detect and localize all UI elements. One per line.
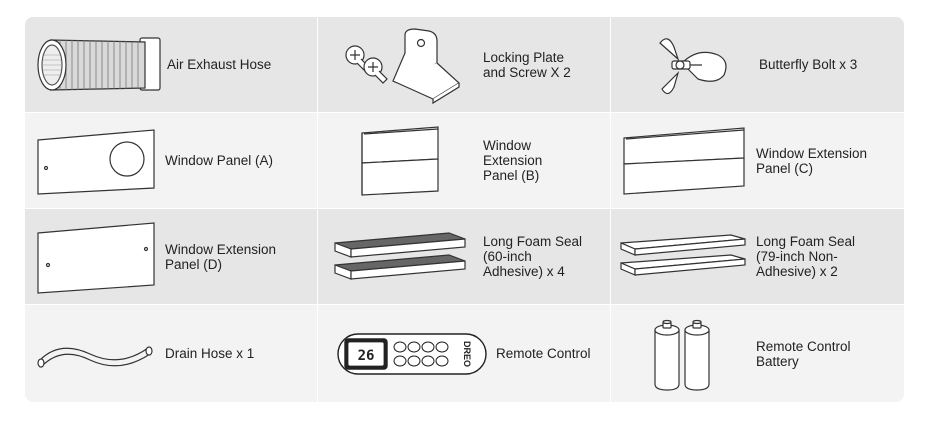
long-foam-seal-79-icon bbox=[611, 229, 756, 285]
window-extension-panel-d-icon bbox=[25, 219, 165, 295]
item-label: Window Panel (A) bbox=[165, 153, 274, 168]
item-label: Remote Control bbox=[496, 346, 591, 361]
drain-hose-icon bbox=[25, 334, 165, 374]
parts-cell-long-foam-seal-79: Long Foam Seal (79-inch Non- Adhesive) x… bbox=[611, 209, 904, 305]
remote-control-icon: 26 DREO bbox=[318, 331, 496, 377]
parts-cell-drain-hose: Drain Hose x 1 bbox=[25, 305, 318, 402]
item-label: Air Exhaust Hose bbox=[167, 57, 272, 72]
window-extension-panel-b-icon bbox=[318, 123, 483, 199]
air-exhaust-hose-icon bbox=[25, 28, 167, 102]
parts-cell-window-extension-c: Window Extension Panel (C) bbox=[611, 113, 904, 209]
parts-cell-remote-control: 26 DREO Remote Control bbox=[318, 305, 611, 402]
remote-display-text: 26 bbox=[358, 348, 375, 364]
parts-cell-locking-plate: Locking Plate and Screw X 2 bbox=[318, 17, 611, 113]
parts-cell-battery: Remote Control Battery bbox=[611, 305, 904, 402]
item-label: Drain Hose x 1 bbox=[165, 346, 255, 361]
item-label: Locking Plate and Screw X 2 bbox=[483, 49, 571, 80]
long-foam-seal-60-icon bbox=[318, 227, 483, 287]
parts-cell-window-panel-a: Window Panel (A) bbox=[25, 113, 318, 209]
item-label: Window Extension Panel (B) bbox=[483, 138, 543, 183]
parts-list-grid: Air Exhaust Hose bbox=[25, 17, 904, 402]
locking-plate-screw-icon bbox=[318, 25, 483, 105]
butterfly-bolt-icon bbox=[611, 25, 759, 105]
parts-cell-air-exhaust-hose: Air Exhaust Hose bbox=[25, 17, 318, 113]
item-label: Window Extension Panel (C) bbox=[756, 145, 868, 176]
window-extension-panel-c-icon bbox=[611, 124, 756, 198]
item-label: Window Extension Panel (D) bbox=[165, 241, 277, 272]
remote-brand-text: DREO bbox=[462, 340, 472, 366]
parts-cell-butterfly-bolt: Butterfly Bolt x 3 bbox=[611, 17, 904, 113]
parts-cell-long-foam-seal-60: Long Foam Seal (60-inch Adhesive) x 4 bbox=[318, 209, 611, 305]
battery-icon bbox=[611, 316, 756, 392]
window-panel-a-icon bbox=[25, 126, 165, 196]
parts-cell-window-extension-b: Window Extension Panel (B) bbox=[318, 113, 611, 209]
item-label: Butterfly Bolt x 3 bbox=[759, 57, 858, 72]
item-label: Remote Control Battery bbox=[756, 338, 851, 369]
parts-cell-window-extension-d: Window Extension Panel (D) bbox=[25, 209, 318, 305]
item-label: Long Foam Seal (60-inch Adhesive) x 4 bbox=[483, 234, 583, 279]
item-label: Long Foam Seal (79-inch Non- Adhesive) x… bbox=[756, 234, 856, 279]
